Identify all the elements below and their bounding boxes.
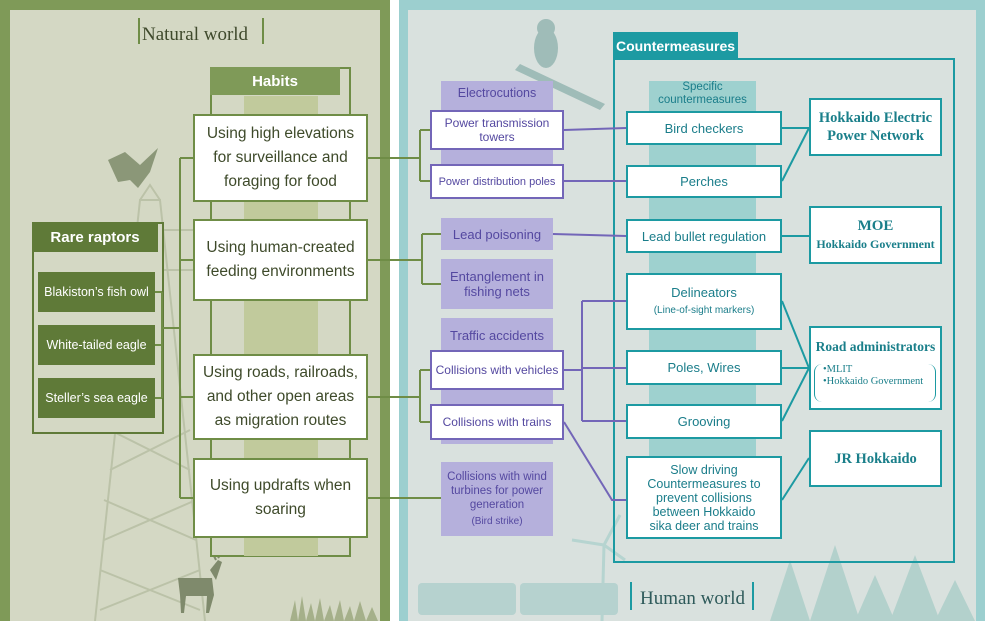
owl-on-branch-icon xyxy=(515,19,605,110)
title-divider xyxy=(630,582,632,610)
org-jr-hokkaido: JR Hokkaido xyxy=(809,430,942,487)
rare-raptors-title: Rare raptors xyxy=(32,222,158,252)
org-road-admin-title: Road administrators xyxy=(815,339,936,354)
natural-world-title: Natural world xyxy=(142,24,249,45)
electrocutions-label: Electrocutions xyxy=(441,81,553,105)
org-hepn-line2: Power Network xyxy=(827,128,924,144)
collisions-with-trains-box: Collisions with trains xyxy=(430,404,564,440)
habit-updrafts: Using updrafts when soaring xyxy=(193,458,368,538)
right-bracket xyxy=(928,364,936,402)
perches-box: Perches xyxy=(626,165,782,198)
raptor-stellers-sea-eagle: Steller’s sea eagle xyxy=(38,378,155,418)
teal-connectors xyxy=(781,127,810,501)
org-road-administrators: Road administrators •MLIT •Hokkaido Gove… xyxy=(809,326,942,410)
purple-connectors xyxy=(552,127,627,501)
org-moe-hokkaido-government: MOE Hokkaido Government xyxy=(809,206,942,264)
delineators-box: Delineators (Line-of-sight markers) xyxy=(626,273,782,330)
human-world-title: Human world xyxy=(640,588,746,609)
grass-icon xyxy=(290,596,378,621)
trees-icon xyxy=(770,545,975,621)
habits-title: Habits xyxy=(210,67,340,95)
wind-turbine-collisions-text: Collisions with wind turbines for power … xyxy=(447,470,547,511)
entanglement-label: Entanglement in fishing nets xyxy=(441,259,553,309)
title-divider xyxy=(138,18,140,44)
habit-high-elevations: Using high elevations for surveillance a… xyxy=(193,114,368,202)
lead-bullet-regulation-box: Lead bullet regulation xyxy=(626,219,782,253)
power-distribution-poles-box: Power distribution poles xyxy=(430,164,564,199)
left-bracket xyxy=(814,364,822,402)
title-divider xyxy=(262,18,264,44)
org-mlit: •MLIT xyxy=(823,364,853,375)
green-connectors xyxy=(155,129,441,499)
org-hokkaido-electric-power-network: Hokkaido Electric Power Network xyxy=(809,98,942,156)
traffic-accidents-label: Traffic accidents xyxy=(441,318,553,352)
lead-poisoning-label: Lead poisoning xyxy=(441,218,553,250)
power-transmission-towers-box: Power transmission towers xyxy=(430,110,564,150)
title-divider xyxy=(752,582,754,610)
org-hokkaido-gov: Hokkaido Government xyxy=(816,237,935,251)
org-road-hokkaido-gov: •Hokkaido Government xyxy=(823,376,924,387)
poles-wires-box: Poles, Wires xyxy=(626,350,782,385)
wind-turbine-collisions-label: Collisions with wind turbines for power … xyxy=(441,462,553,536)
grooving-box: Grooving xyxy=(626,404,782,439)
specific-countermeasures-title: Specific countermeasures xyxy=(658,81,747,106)
org-hepn-line1: Hokkaido Electric xyxy=(818,110,933,126)
bird-checkers-box: Bird checkers xyxy=(626,111,782,145)
habit-migration-routes: Using roads, railroads, and other open a… xyxy=(193,354,368,440)
countermeasures-frame xyxy=(613,58,955,563)
raptor-blakistons-fish-owl: Blakiston’s fish owl xyxy=(38,272,155,312)
countermeasures-title: Countermeasures xyxy=(613,32,738,60)
delineators-subtext: (Line-of-sight markers) xyxy=(653,305,755,316)
slow-driving-box: Slow driving Countermeasures to prevent … xyxy=(626,456,782,539)
collisions-with-vehicles-box: Collisions with vehicles xyxy=(430,350,564,390)
flying-eagle-icon xyxy=(108,148,158,188)
habit-human-feeding: Using human-created feeding environments xyxy=(193,219,368,301)
bird-strike-text: (Bird strike) xyxy=(471,515,523,527)
train-icon xyxy=(418,583,618,615)
raptor-white-tailed-eagle: White-tailed eagle xyxy=(38,325,155,365)
delineators-text: Delineators xyxy=(671,285,737,300)
org-moe: MOE xyxy=(857,218,894,234)
